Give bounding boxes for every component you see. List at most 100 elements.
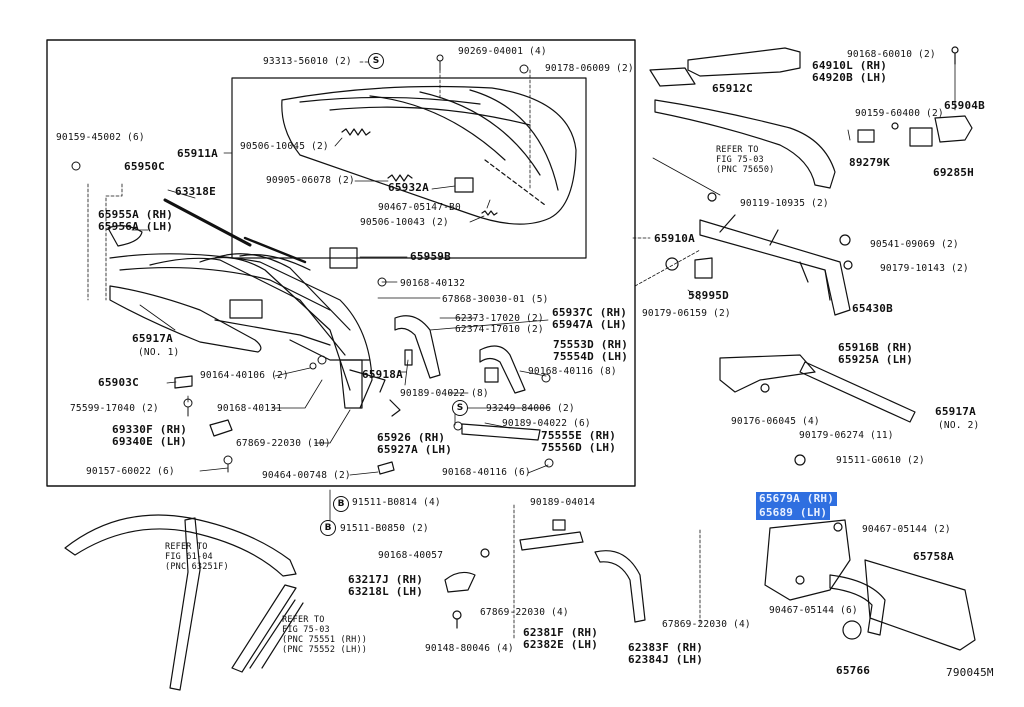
part-label-90168-40116-6[interactable]: 90168-40116 (6) [442,467,531,478]
part-label-58995D[interactable]: 58995D [688,289,729,302]
part-label-67869-22030-10[interactable]: 67869-22030 (10) [236,438,331,449]
part-label-65917A-no2-note: (NO. 2) [938,420,980,431]
part-label-65950C[interactable]: 65950C [124,160,165,173]
part-label-90506-10045[interactable]: 90506-10045 (2) [240,141,329,152]
part-label-90159-45002[interactable]: 90159-45002 (6) [56,132,145,143]
part-label-65758A[interactable]: 65758A [913,550,954,563]
part-label-91511-B0850[interactable]: 91511-B0850 (2) [340,523,429,534]
part-label-65917A-no1[interactable]: 65917A [132,332,173,345]
part-label-65911A[interactable]: 65911A [177,147,218,160]
part-label-90157-60022[interactable]: 90157-60022 (6) [86,466,175,477]
part-label-93313-56010[interactable]: 93313-56010 (2) [263,56,352,67]
part-label-65926[interactable]: 65926 (RH) [377,431,446,444]
part-label-67868-30030-01[interactable]: 67868-30030-01 (5) [442,294,549,305]
part-label-65932A[interactable]: 65932A [388,181,429,194]
part-label-62384J[interactable]: 62384J (LH) [628,653,704,666]
part-label-64910L[interactable]: 64910L (RH) [812,59,888,72]
highlighted-part-label-lh[interactable]: 65689 (LH) [756,506,831,520]
refer-fig-75-03-b-line2: FIG 75-03 [282,625,330,635]
part-label-90189-04022-8[interactable]: 90189-04022 (8) [400,388,489,399]
part-label-91511-B0814[interactable]: 91511-B0814 (4) [352,497,441,508]
part-label-62383F[interactable]: 62383F (RH) [628,641,704,654]
callout-b-2: B [320,520,336,536]
part-label-93249-84006[interactable]: 93249-84006 (2) [486,403,575,414]
part-label-90159-60400[interactable]: 90159-60400 (2) [855,108,944,119]
part-label-75599-17040[interactable]: 75599-17040 (2) [70,403,159,414]
part-label-67869-22030-4-a[interactable]: 67869-22030 (4) [480,607,569,618]
part-label-62381F[interactable]: 62381F (RH) [523,626,599,639]
part-label-65917A-no2[interactable]: 65917A [935,405,976,418]
part-label-65955A[interactable]: 65955A (RH) [98,208,174,221]
part-label-75556D[interactable]: 75556D (LH) [541,441,617,454]
part-label-65910A[interactable]: 65910A [654,232,695,245]
callout-s-2: S [452,400,468,416]
part-label-65904B[interactable]: 65904B [944,99,985,112]
part-label-90168-40057[interactable]: 90168-40057 [378,550,444,561]
part-label-65918A[interactable]: 65918A [362,368,403,381]
part-label-90189-04014[interactable]: 90189-04014 [530,497,596,508]
part-label-65912C[interactable]: 65912C [712,82,753,95]
part-label-90176-06045[interactable]: 90176-06045 (4) [731,416,820,427]
part-label-90178-06009[interactable]: 90178-06009 (2) [545,63,634,74]
callout-s-1: S [368,53,384,69]
part-label-90179-10143[interactable]: 90179-10143 (2) [880,263,969,274]
part-label-90164-40106[interactable]: 90164-40106 (2) [200,370,289,381]
part-label-65937C[interactable]: 65937C (RH) [552,306,628,319]
refer-fig-61-04-line2: FIG 61-04 [165,552,213,562]
main-assembly-frame [46,39,636,487]
part-label-63217J[interactable]: 63217J (RH) [348,573,424,586]
part-label-90189-04022-6[interactable]: 90189-04022 (6) [502,418,591,429]
part-label-90541-09069[interactable]: 90541-09069 (2) [870,239,959,250]
top-cover-panel [281,85,577,225]
part-label-90168-40116-8[interactable]: 90168-40116 (8) [528,366,617,377]
part-label-90464-00748[interactable]: 90464-00748 (2) [262,470,351,481]
part-label-65916B[interactable]: 65916B (RH) [838,341,914,354]
part-label-65959B[interactable]: 65959B [410,250,451,263]
part-label-65927A[interactable]: 65927A (LH) [377,443,453,456]
part-label-90119-10935[interactable]: 90119-10935 (2) [740,198,829,209]
part-label-90467-05144-6[interactable]: 90467-05144 (6) [769,605,858,616]
part-label-63218L[interactable]: 63218L (LH) [348,585,424,598]
part-label-63318E[interactable]: 63318E [175,185,216,198]
part-label-90168-40131[interactable]: 90168-40131 [217,403,283,414]
part-label-90179-06159[interactable]: 90179-06159 (2) [642,308,731,319]
part-label-90269-04001[interactable]: 90269-04001 (4) [458,46,547,57]
part-label-90506-10043[interactable]: 90506-10043 (2) [360,217,449,228]
refer-fig-61-04-line3: (PNC 63251F) [165,562,229,572]
part-label-62374-17010[interactable]: 62374-17010 (2) [455,324,544,335]
refer-fig-75-03-a-line1: REFER TO [716,145,759,155]
part-label-75554D[interactable]: 75554D (LH) [553,350,629,363]
callout-b-1: B [333,496,349,512]
part-label-89279K[interactable]: 89279K [849,156,890,169]
part-label-90148-80046[interactable]: 90148-80046 (4) [425,643,514,654]
part-label-69330F[interactable]: 69330F (RH) [112,423,188,436]
part-label-91511-G0610[interactable]: 91511-G0610 (2) [836,455,925,466]
part-label-75555E[interactable]: 75555E (RH) [541,429,617,442]
part-label-90905-06078[interactable]: 90905-06078 (2) [266,175,355,186]
lower-parts [64,489,976,691]
part-label-69285H[interactable]: 69285H [933,166,974,179]
part-label-90168-60010[interactable]: 90168-60010 (2) [847,49,936,60]
part-label-62382E[interactable]: 62382E (LH) [523,638,599,651]
top-frame-assembly [107,198,541,475]
part-label-65430B[interactable]: 65430B [852,302,893,315]
part-label-75553D[interactable]: 75553D (RH) [553,338,629,351]
part-label-65947A[interactable]: 65947A (LH) [552,318,628,331]
part-label-90168-40132[interactable]: 90168-40132 [400,278,466,289]
part-label-65903C[interactable]: 65903C [98,376,139,389]
part-label-65925A[interactable]: 65925A (LH) [838,353,914,366]
part-label-64920B[interactable]: 64920B (LH) [812,71,888,84]
part-label-67869-22030-4-b[interactable]: 67869-22030 (4) [662,619,751,630]
part-label-90179-06274[interactable]: 90179-06274 (11) [799,430,894,441]
part-label-90467-05147-B0[interactable]: 90467-05147-B0 [378,202,461,213]
refer-fig-75-03-a-line2: FIG 75-03 [716,155,764,165]
leader-lines [87,61,701,476]
part-label-62373-17020[interactable]: 62373-17020 (2) [455,313,544,324]
part-label-69340E[interactable]: 69340E (LH) [112,435,188,448]
springs [341,128,498,216]
refer-fig-75-03-b-line4: (PNC 75552 (LH)) [282,645,368,655]
part-label-90467-05144-2[interactable]: 90467-05144 (2) [862,524,951,535]
part-label-65956A[interactable]: 65956A (LH) [98,220,174,233]
highlighted-part-label-rh[interactable]: 65679A (RH) [756,492,838,506]
part-label-65766[interactable]: 65766 [836,664,871,677]
